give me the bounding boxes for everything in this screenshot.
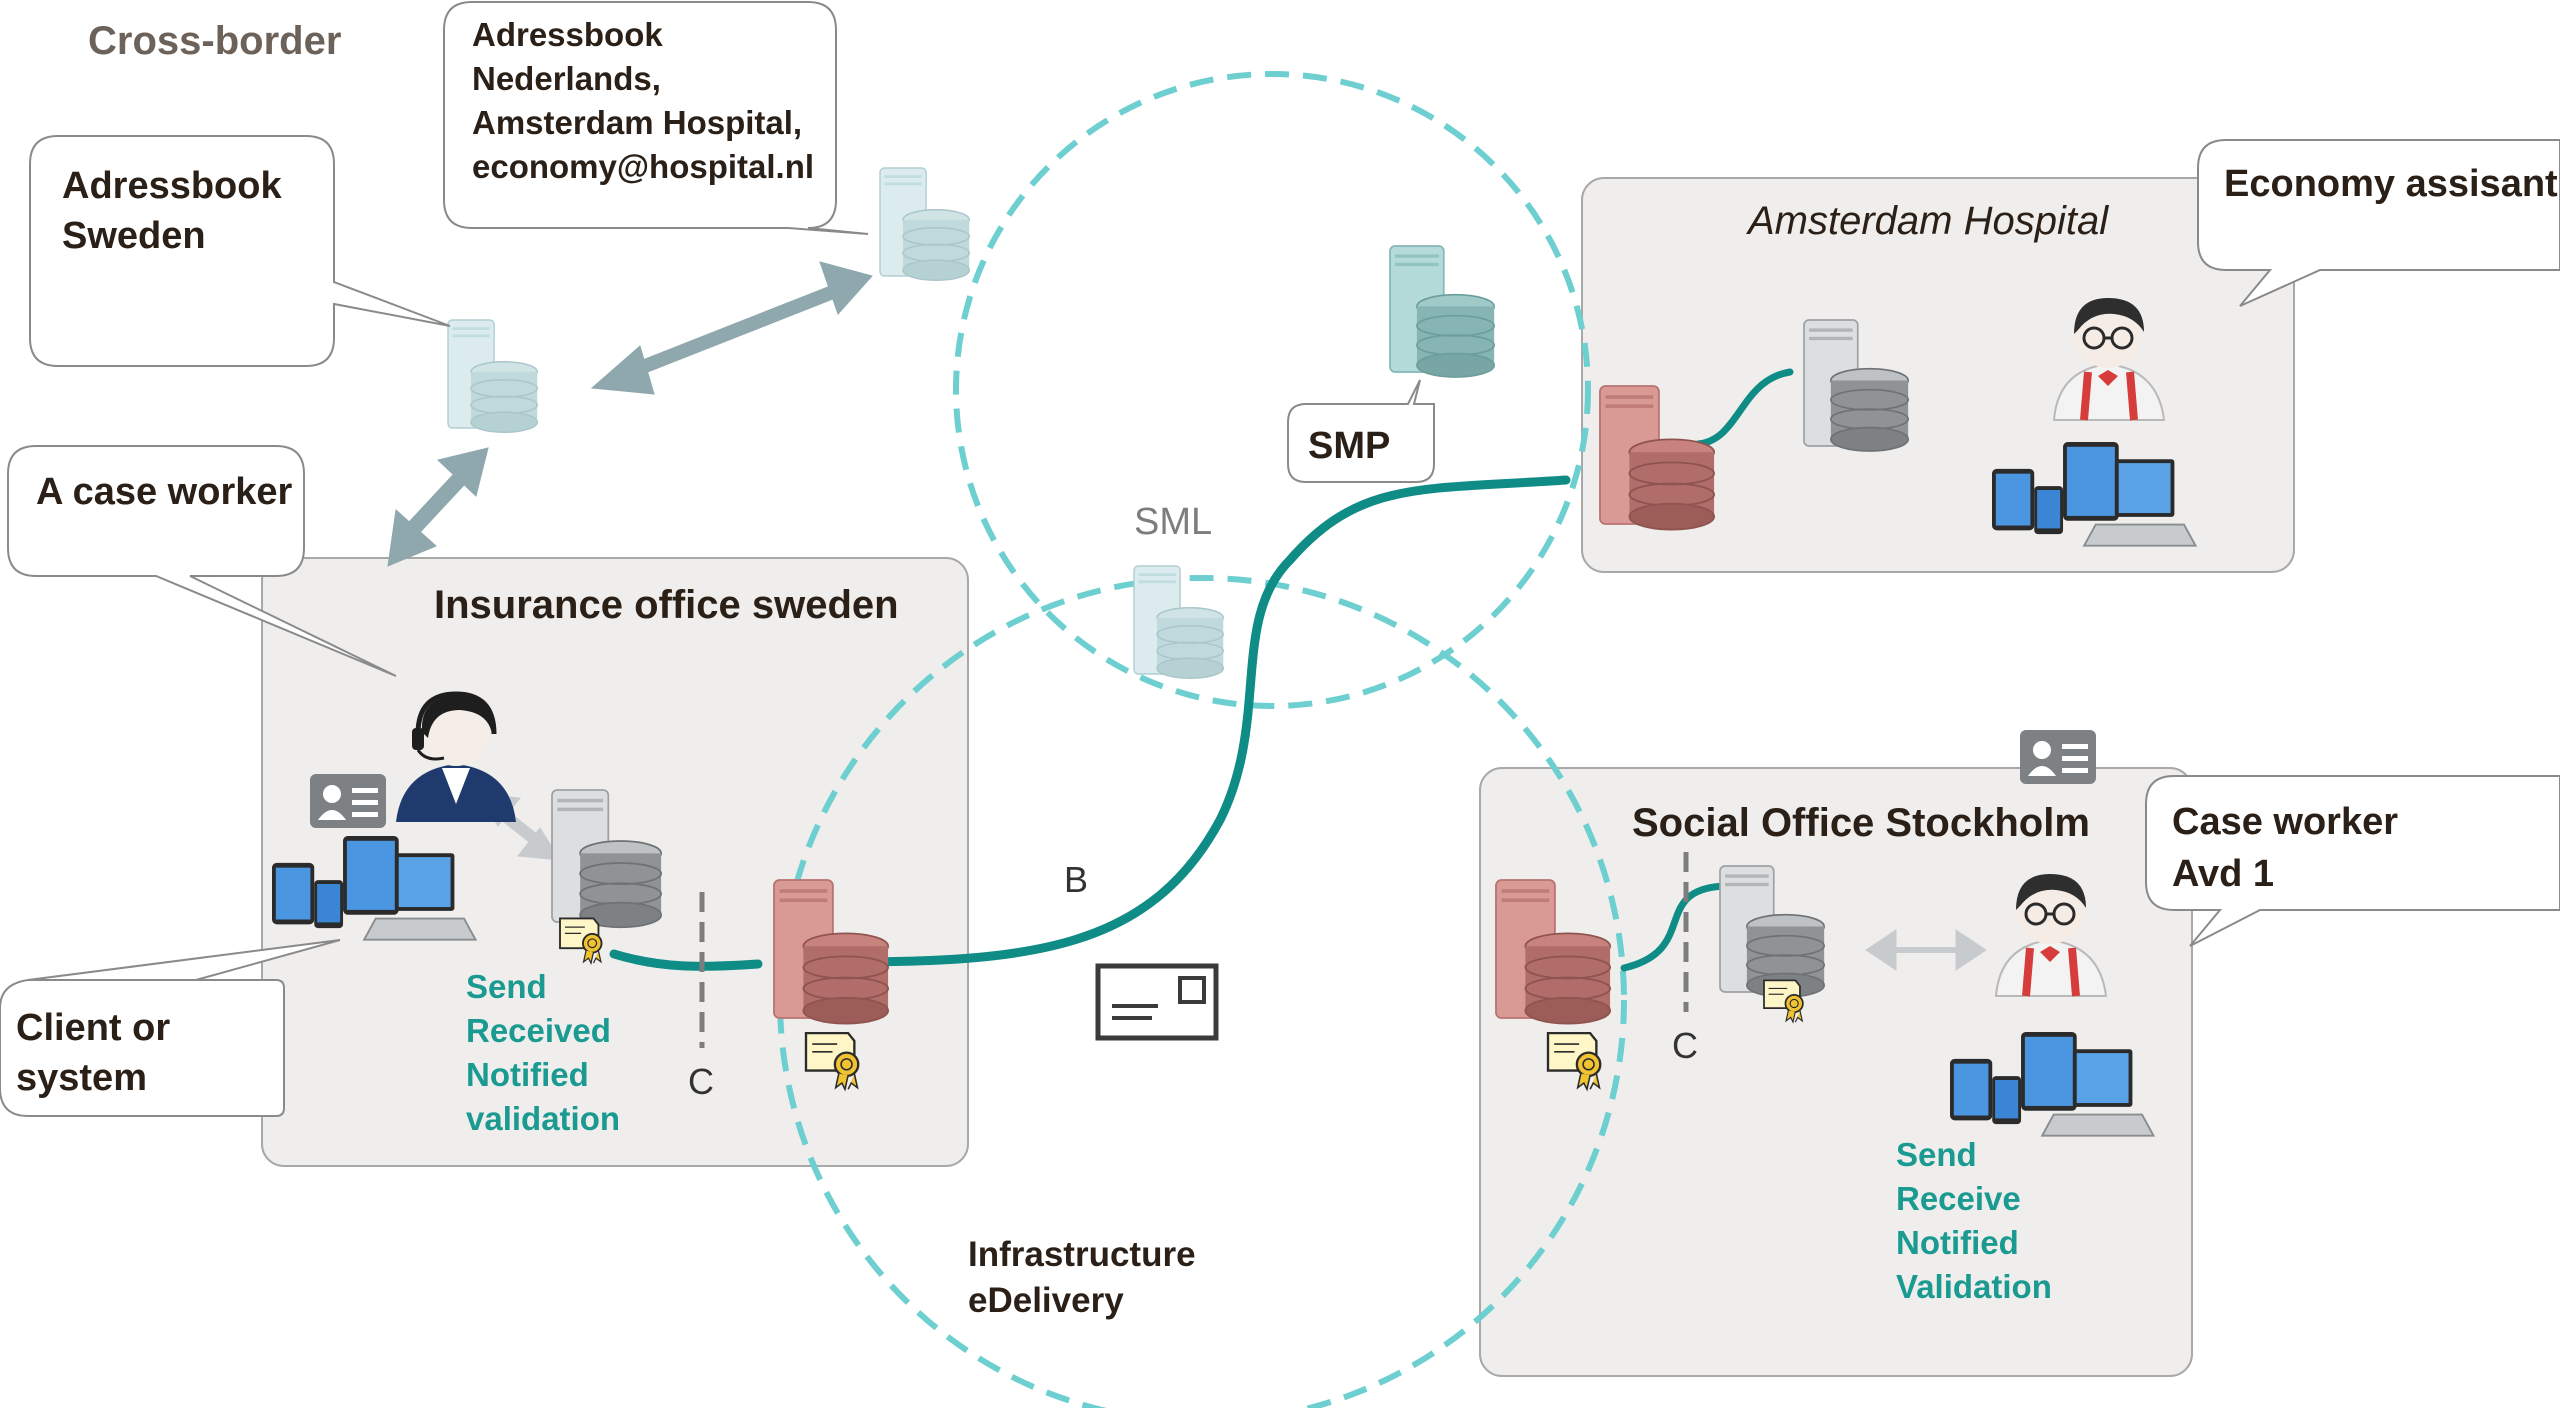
id-card-icon: [310, 774, 386, 828]
status-text: Receive: [1896, 1180, 2021, 1217]
callout-text: SMP: [1308, 425, 1390, 467]
callout-text: Adressbook: [472, 16, 663, 53]
transport-line-amsterdam: [1694, 368, 1794, 448]
status-text: Send: [1896, 1136, 1977, 1173]
c-label-right: C: [1672, 1025, 1698, 1066]
sml-circle: [953, 71, 1591, 709]
infrastructure-label: Infrastructure: [968, 1235, 1196, 1274]
callout-client: [0, 939, 341, 1117]
callout-text: Case worker: [2172, 801, 2398, 843]
b-label: B: [1064, 859, 1088, 900]
callout-text: A case worker: [36, 471, 293, 513]
envelope-icon: [1095, 963, 1219, 1041]
person-headset-icon: [396, 691, 516, 822]
amsterdam-hospital-title: Amsterdam Hospital: [1746, 199, 2109, 243]
callout-text: Client or: [16, 1007, 170, 1049]
callout-text: Amsterdam Hospital,: [472, 104, 802, 141]
c-label-left: C: [688, 1061, 714, 1102]
callout-text: Nederlands,: [472, 60, 661, 97]
server-icon: [1389, 245, 1496, 378]
callout-text: system: [16, 1057, 147, 1099]
id-card-icon: [2020, 730, 2096, 784]
sml-label: SML: [1134, 501, 1212, 543]
status-text: Notified: [1896, 1224, 2019, 1261]
callout-text: Economy assisant: [2224, 163, 2558, 205]
insurance-office-title: Insurance office sweden: [434, 583, 899, 627]
callout-case-worker: [7, 445, 397, 677]
transport-line-main: [609, 475, 1571, 971]
server-icon: [447, 319, 538, 434]
status-text: Validation: [1896, 1268, 2052, 1305]
callout-text: Adressbook: [62, 165, 282, 207]
callout-smp: [1287, 379, 1436, 483]
infrastructure-label: eDelivery: [968, 1281, 1124, 1320]
server-icon: [1133, 565, 1225, 680]
social-office-title: Social Office Stockholm: [1632, 801, 2090, 845]
callout-economy: [2197, 139, 2560, 307]
status-text: Notified: [466, 1056, 589, 1093]
callout-addressbook-nl: [443, 1, 869, 235]
status-text: Send: [466, 968, 547, 1005]
status-text: validation: [466, 1100, 620, 1137]
callout-text: Avd 1: [2172, 853, 2274, 895]
edelivery-circle: [777, 575, 1627, 1408]
status-text: Received: [466, 1012, 611, 1049]
callout-addressbook-se: [29, 135, 451, 367]
transport-line-stockholm: [1620, 882, 1728, 972]
arrow-stockholm-server-worker: [1865, 929, 1987, 971]
social-office-box: [1479, 767, 2193, 1377]
server-icon: [879, 167, 970, 282]
callout-text: economy@hospital.nl: [472, 148, 814, 185]
arrow-addressbooks: [590, 261, 873, 395]
arrow-addressbook-insurance: [387, 447, 489, 567]
callout-case-worker-avd: [2145, 775, 2560, 947]
callout-text: Sweden: [62, 215, 206, 257]
page-title: Cross-border: [88, 19, 341, 63]
